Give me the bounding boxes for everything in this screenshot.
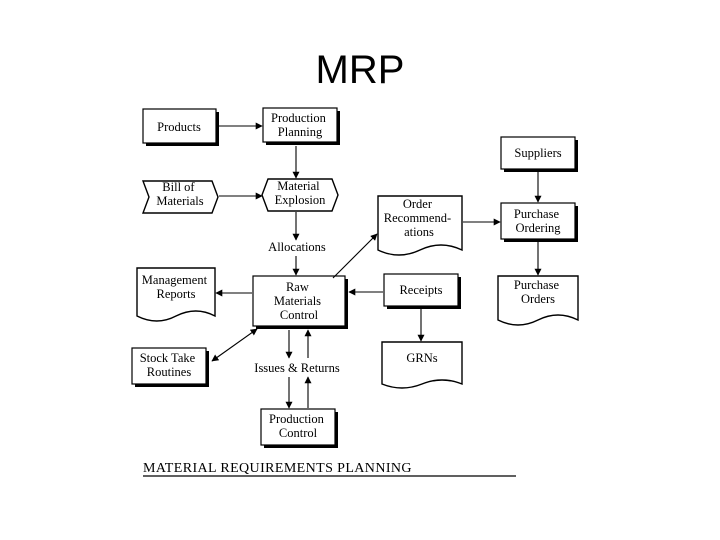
bill-of-materials-shape: Bill of Materials [141,180,219,214]
production-planning-label-2: Planning [278,125,323,139]
production-planning-label-1: Production [271,111,327,125]
production-control-label-1: Production [269,412,325,426]
raw-materials-control-box: Raw Materials Control [252,275,348,329]
arrow-raw-to-order-recommendations [332,233,378,279]
order-recommendations-label-3: ations [404,225,434,239]
suppliers-label: Suppliers [514,146,561,160]
material-explosion-label-2: Explosion [275,193,326,207]
bill-of-materials-label-2: Materials [156,194,203,208]
svg-text:Purchase Ordering: Purchase Ordering [514,207,562,235]
svg-text:Suppliers: Suppliers [514,146,561,160]
management-reports-label-1: Management [142,273,208,287]
raw-materials-control-label-2: Materials [274,294,321,308]
svg-text:GRNs: GRNs [406,351,437,365]
svg-text:Bill of Materials: Bill of Materials [156,180,203,208]
order-recommendations-document: Order Recommend- ations [377,195,463,256]
purchase-orders-label-1: Purchase [514,278,560,292]
svg-text:Order Recommend- a: Order Recommend- ations [384,197,454,239]
material-explosion-label-1: Material [277,179,320,193]
products-label: Products [157,120,201,134]
arrow-stock-take-raw [211,328,258,362]
stock-take-routines-label-2: Routines [147,365,192,379]
management-reports-document: Management Reports [136,267,216,322]
receipts-label: Receipts [399,283,442,297]
purchase-orders-document: Purchase Orders [497,275,579,326]
order-recommendations-label-1: Order [403,197,433,211]
purchase-orders-label-2: Orders [521,292,555,306]
raw-materials-control-label-1: Raw [286,280,309,294]
svg-text:Production Planning: Production Planning [271,111,329,139]
order-recommendations-label-2: Recommend- [384,211,451,225]
stock-take-routines-label-1: Stock Take [140,351,196,365]
grns-label: GRNs [406,351,437,365]
svg-text:Products: Products [157,120,201,134]
purchase-ordering-label-1: Purchase [514,207,560,221]
grns-document: GRNs [381,341,463,389]
raw-materials-control-label-3: Control [280,308,319,322]
svg-text:Production Control: Production Control [269,412,327,440]
svg-text:Receipts: Receipts [399,283,442,297]
slide-title: MRP [315,48,405,92]
receipts-box: Receipts [383,273,461,309]
issues-returns-label: Issues & Returns [254,361,340,375]
svg-text:Raw Materials Cont: Raw Materials Control [274,280,324,322]
purchase-ordering-box: Purchase Ordering [500,202,578,242]
bill-of-materials-label-1: Bill of [162,180,195,194]
production-planning-box: Production Planning [262,107,340,145]
svg-text:Material Explosion: Material Explosion [275,179,326,207]
material-explosion-shape: Material Explosion [261,178,339,212]
svg-text:Stock Take Routines: Stock Take Routines [140,351,199,379]
products-box: Products [142,108,219,146]
management-reports-label-2: Reports [157,287,196,301]
production-control-box: Production Control [260,408,338,448]
allocations-label: Allocations [268,240,326,254]
suppliers-box: Suppliers [500,136,578,172]
purchase-ordering-label-2: Ordering [515,221,561,235]
svg-text:Management Reports: Management Reports [142,273,210,301]
diagram-caption: MATERIAL REQUIREMENTS PLANNING [143,461,412,476]
production-control-label-2: Control [279,426,318,440]
svg-text:Purchase Orders: Purchase Orders [514,278,562,306]
stock-take-routines-box: Stock Take Routines [131,347,209,387]
